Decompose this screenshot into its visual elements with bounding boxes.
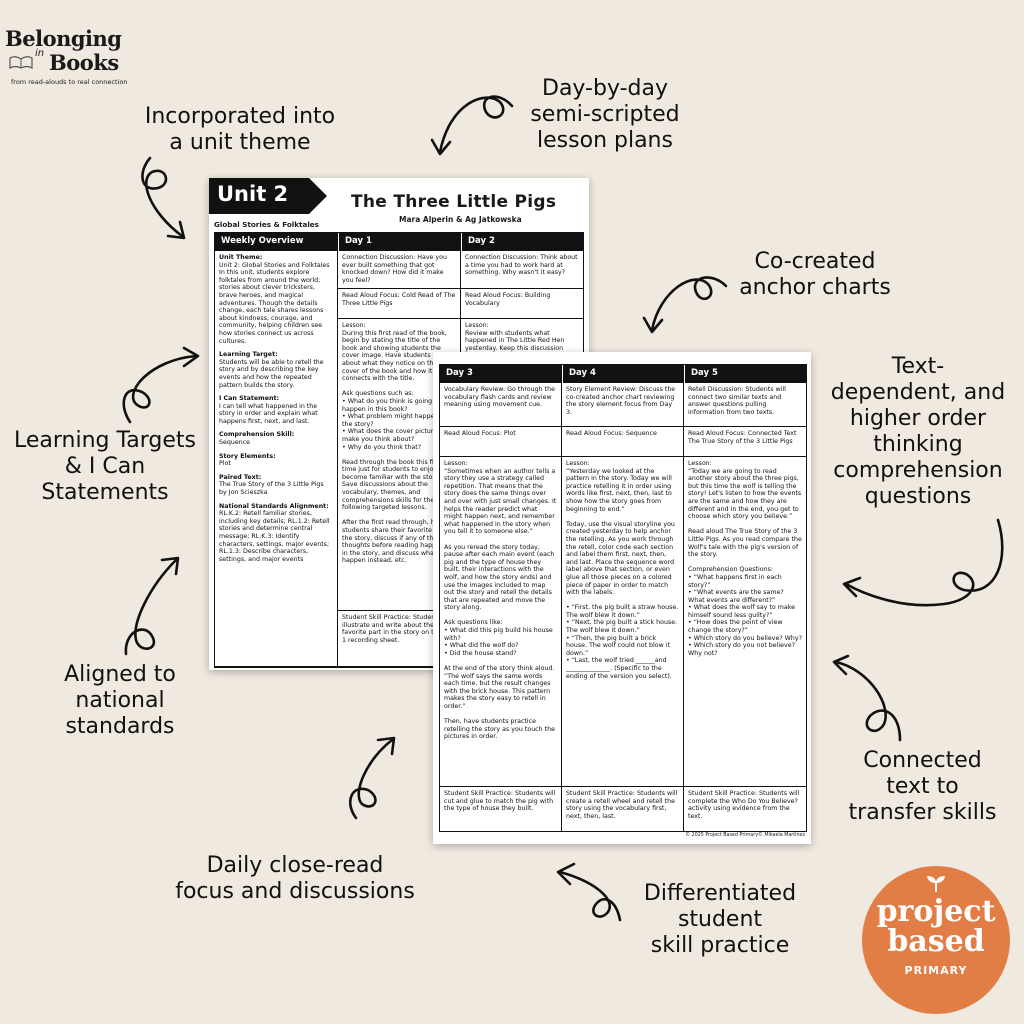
overview-table: Weekly Overview Day 1 Day 2 Unit Theme:U… xyxy=(214,232,584,668)
arrow-skill-practice xyxy=(558,870,622,922)
callout-national-standards: Aligned to national standards xyxy=(64,662,176,739)
overview-cell: Unit Theme:Unit 2: Global Stories and Fo… xyxy=(215,251,338,667)
overview-heading: National Standards Alignment: xyxy=(219,502,329,510)
unit-subtitle: Global Stories & Folktales xyxy=(214,220,319,229)
callout-connected-text: Connected text to transfer skills xyxy=(848,748,997,825)
day4-connection: Story Element Review: Discuss the co-cre… xyxy=(562,383,684,427)
overview-text: I can tell what happened in the story in… xyxy=(219,402,318,425)
overview-text: The True Story of the 3 Little Pigs by J… xyxy=(219,481,324,497)
brand-logo: Belonging in Books from read-alouds to r… xyxy=(5,26,155,90)
project-based-primary-badge: project based PRIMARY xyxy=(862,866,1010,1014)
day5-connection: Retell Discussion: Students will connect… xyxy=(684,383,806,427)
day5-focus: Read Aloud Focus: Connected Text The Tru… xyxy=(684,427,806,457)
lesson-sheet-days-3-5: Day 3 Day 4 Day 5 Vocabulary Review: Go … xyxy=(433,352,811,844)
brand-title-top: Belonging xyxy=(5,26,122,51)
overview-text: Unit 2: Global Stories and Folktales In … xyxy=(219,261,330,345)
overview-heading: Unit Theme: xyxy=(219,254,263,261)
day1-connection: Connection Discussion: Have you ever bui… xyxy=(338,251,461,289)
callout-text-dependent: Text- dependent, and higher order thinki… xyxy=(830,354,1006,509)
arrow-anchor-charts xyxy=(650,276,728,332)
callout-anchor-charts: Co-created anchor charts xyxy=(739,249,891,300)
arrow-close-read xyxy=(349,738,394,820)
days-table: Day 3 Day 4 Day 5 Vocabulary Review: Go … xyxy=(439,364,807,832)
overview-heading: Comprehension Skill: xyxy=(219,431,295,439)
book-title: The Three Little Pigs xyxy=(351,192,557,212)
callout-unit-theme: Incorporated into a unit theme xyxy=(144,104,336,155)
day2-connection: Connection Discussion: Think about a tim… xyxy=(461,251,583,289)
header-day-3: Day 3 xyxy=(440,365,562,383)
header-weekly-overview: Weekly Overview xyxy=(215,233,338,251)
sprout-icon xyxy=(924,874,948,892)
callout-close-read: Daily close-read focus and discussions xyxy=(175,853,415,904)
callout-skill-practice: Differentiated student skill practice xyxy=(643,881,797,958)
header-day-2: Day 2 xyxy=(461,233,583,251)
book-icon xyxy=(9,54,33,70)
header-day-4: Day 4 xyxy=(562,365,684,383)
header-day-1: Day 1 xyxy=(338,233,461,251)
day3-focus: Read Aloud Focus: Plot xyxy=(440,427,562,457)
book-authors: Mara Alperin & Ag Jatkowska xyxy=(399,215,522,224)
day3-practice: Student Skill Practice: Students will cu… xyxy=(440,787,562,831)
unit-label: Unit 2 xyxy=(217,182,289,206)
day4-practice: Student Skill Practice: Students will cr… xyxy=(562,787,684,831)
arrow-learning-targets xyxy=(122,354,198,424)
callout-learning-targets: Learning Targets & I Can Statements xyxy=(13,428,197,505)
arrow-national-standards xyxy=(124,558,178,656)
day5-practice: Student Skill Practice: Students will co… xyxy=(688,790,800,820)
day5-lesson: Lesson: “Today we are going to read anot… xyxy=(684,457,806,787)
unit-badge: Unit 2 xyxy=(209,178,327,214)
overview-heading: Story Elements: xyxy=(219,452,276,460)
brand-title-bottom: Books xyxy=(49,50,119,75)
day3-connection: Vocabulary Review: Go through the vocabu… xyxy=(440,383,562,427)
badge-line-3: PRIMARY xyxy=(904,964,968,977)
day2-lesson: Lesson: Review with students what happen… xyxy=(461,319,583,667)
brand-title-in: in xyxy=(35,48,45,59)
badge-line-1: project xyxy=(876,894,996,929)
arrow-lesson-plans xyxy=(438,95,514,154)
overview-text: Plot xyxy=(219,460,231,468)
overview-heading: I Can Statement: xyxy=(219,395,279,403)
brand-tagline: from read-alouds to real connection xyxy=(11,78,128,86)
overview-heading: Paired Text: xyxy=(219,473,262,481)
day4-lesson: Lesson: “Yesterday we looked at the patt… xyxy=(562,457,684,787)
day1-focus: Read Aloud Focus: Cold Read of The Three… xyxy=(338,289,461,319)
badge-line-2: based xyxy=(887,924,985,959)
day3-lesson: Lesson: “Sometimes when an author tells … xyxy=(440,457,562,787)
overview-text: Students will be able to retell the stor… xyxy=(219,358,324,389)
day4-focus: Read Aloud Focus: Sequence xyxy=(562,427,684,457)
day2-focus: Read Aloud Focus: Building Vocabulary xyxy=(461,289,583,319)
arrow-connected-text xyxy=(834,660,902,742)
arrow-unit-theme xyxy=(141,156,184,238)
overview-text: RL.K.2: Retell familiar stories, includi… xyxy=(219,510,330,563)
arrow-text-dependent xyxy=(844,518,1004,607)
callout-lesson-plans: Day-by-day semi-scripted lesson plans xyxy=(530,76,680,153)
overview-text: Sequence xyxy=(219,439,251,447)
overview-heading: Learning Target: xyxy=(219,351,278,359)
header-day-5: Day 5 xyxy=(684,365,806,383)
copyright-text: © 2025 Project Based Primary© Mikaela Ma… xyxy=(685,833,805,838)
